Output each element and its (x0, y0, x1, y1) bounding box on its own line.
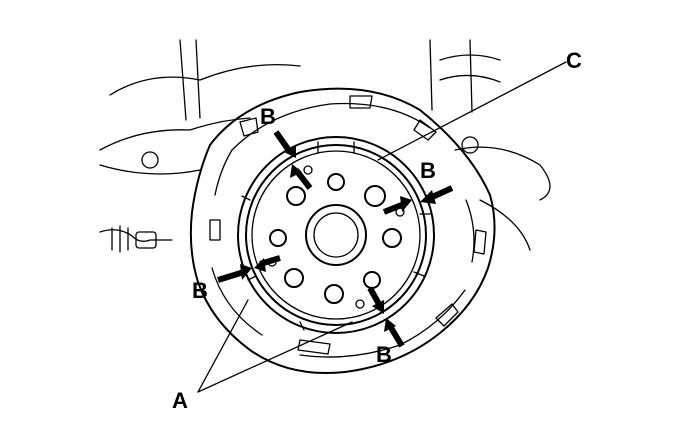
leader-lines (197, 61, 567, 393)
leader-a-2 (197, 321, 353, 393)
label-b-right: B (420, 158, 436, 183)
lug-hole (364, 185, 386, 207)
lug-hole (327, 173, 345, 191)
label-a: A (172, 388, 188, 413)
lug-hole (286, 186, 306, 206)
label-c: C (566, 48, 582, 73)
arrow-b-right (382, 185, 454, 215)
arrows (217, 130, 454, 348)
lug-hole (363, 271, 381, 289)
lug-hole (324, 284, 344, 304)
lug-hole (284, 268, 304, 288)
splash-shield (189, 87, 496, 375)
label-b-left: B (192, 278, 208, 303)
center-bore (305, 204, 367, 266)
arrow-b-bottom (367, 286, 405, 348)
label-b-bottom: B (376, 342, 392, 367)
leader-c (377, 61, 567, 161)
leader-a-1 (197, 299, 249, 393)
lug-hole (269, 229, 287, 247)
suspension-background (99, 39, 551, 251)
arrow-b-top (273, 130, 313, 190)
lug-hole (382, 228, 402, 248)
sensor-cable (99, 225, 173, 253)
hub-assembly (237, 136, 435, 334)
arrow-b-left (217, 255, 281, 283)
label-b-top: B (260, 104, 276, 129)
